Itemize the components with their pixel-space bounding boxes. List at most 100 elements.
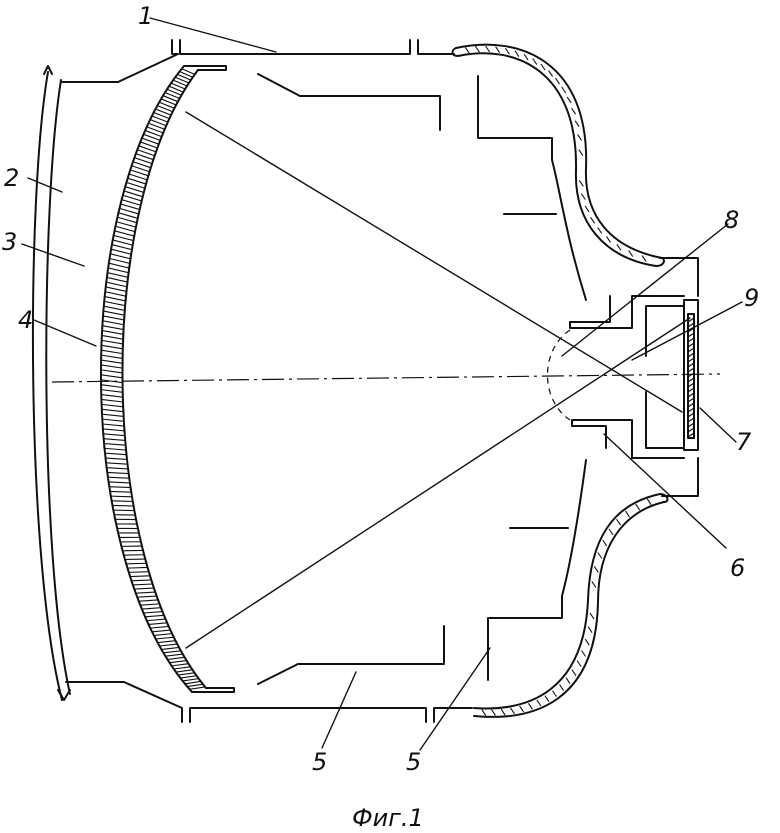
mirror-hatch: [101, 389, 123, 393]
housing-top: [61, 39, 455, 83]
mirror-hatch: [110, 490, 132, 493]
mirror-hatch: [101, 344, 123, 350]
mirror-hatch: [128, 571, 149, 573]
shell-hatch: [624, 510, 630, 518]
shell-hatch: [536, 699, 542, 707]
mirror-hatch: [155, 108, 172, 116]
shell-hatch: [555, 77, 561, 85]
mirror-hatch: [107, 272, 129, 278]
mirror-hatch: [109, 257, 131, 264]
mirror-hatch: [102, 315, 125, 321]
label-9: 9: [744, 284, 759, 312]
target-hatch: [687, 382, 695, 388]
mirror-hatch: [101, 339, 124, 345]
mirror-hatch: [111, 248, 132, 255]
mirror-hatch: [143, 133, 161, 141]
mirror-hatch: [123, 190, 143, 198]
mirror-hatch: [155, 636, 174, 640]
mirror-hatch: [100, 379, 123, 384]
shell-hatch: [587, 626, 593, 634]
target-hatch: [687, 352, 695, 358]
mirror-hatch: [153, 112, 170, 120]
shell-hatch: [561, 86, 567, 94]
shell-hatch: [571, 669, 577, 676]
mirror-hatch: [141, 137, 160, 145]
mirror-hatch: [108, 267, 129, 274]
mirror-hatch: [116, 221, 137, 228]
front-window: [31, 65, 71, 701]
mirror-hatch: [117, 216, 137, 224]
shell-hatch: [580, 193, 586, 200]
label-8: 8: [724, 206, 739, 234]
mirror-hatch: [106, 462, 128, 465]
mirror-hatch: [103, 433, 125, 437]
shell-hatch: [566, 96, 572, 104]
mirror-hatch: [145, 130, 162, 138]
target-hatch: [687, 317, 695, 323]
mirror-hatch: [111, 244, 133, 251]
mirror-hatch: [101, 393, 123, 398]
mirror-hatch: [115, 225, 136, 233]
mirror-hatch: [104, 442, 126, 446]
shell-hatch: [548, 70, 554, 77]
mirror-hatch: [101, 408, 124, 413]
leader-lines: [21, 17, 743, 751]
mirror-hatch: [102, 423, 125, 427]
mirror-hatch: [114, 230, 135, 237]
mirror-hatch: [105, 291, 127, 297]
shell-hatch: [606, 236, 611, 243]
mirror-hatch: [173, 666, 191, 670]
target-hatch: [687, 392, 695, 398]
target-hatch: [687, 407, 695, 413]
target-hatch: [687, 412, 695, 418]
mirror-hatch: [164, 91, 180, 99]
mirror-hatch: [137, 149, 155, 157]
mirror-hatch: [135, 153, 154, 161]
mirror-hatch: [160, 98, 177, 106]
mirror-hatch: [175, 669, 193, 673]
mirror-hatch: [157, 640, 176, 644]
shell-hatch: [510, 707, 515, 715]
shell-hatch: [571, 107, 577, 115]
mirror-hatch: [130, 575, 151, 578]
target-hatch: [687, 322, 695, 328]
mirror-hatch: [140, 603, 160, 606]
mirror-hatch: [103, 305, 125, 311]
mirror-hatch: [187, 683, 204, 688]
mirror-hatch: [168, 85, 184, 93]
mirror-hatch: [113, 234, 134, 242]
mirror-hatch: [103, 310, 125, 316]
shell-hatch: [519, 705, 525, 713]
mirror-hatch: [101, 349, 123, 355]
shell-hatch: [578, 179, 584, 187]
mirror-hatch: [106, 281, 128, 288]
shell-hatch: [574, 120, 580, 127]
shell-hatch: [581, 650, 587, 657]
shell-hatch: [584, 205, 590, 213]
mirror-hatch: [105, 286, 127, 292]
mirror-hatch: [167, 656, 185, 661]
mirror-hatch: [138, 145, 157, 153]
mirror-hatch: [182, 678, 199, 682]
shell-hatch: [597, 552, 603, 559]
mirror-hatch: [101, 354, 123, 360]
shell-hatch: [485, 45, 491, 53]
mirror-hatch: [102, 428, 125, 432]
mirror-hatch: [105, 452, 127, 456]
mirror-hatch: [132, 583, 153, 586]
mirror-hatch: [143, 611, 163, 614]
mirror-hatch: [124, 558, 146, 561]
shell-hatch: [590, 217, 596, 224]
shell-hatch: [591, 581, 597, 588]
mirror-hatch: [100, 374, 123, 379]
target-hatch: [687, 397, 695, 403]
mirror-hatch: [126, 562, 147, 565]
label-6: 6: [730, 554, 745, 582]
target-hatch: [687, 427, 695, 433]
mirror-hatch: [105, 457, 128, 461]
label-5-right: 5: [406, 748, 421, 776]
mirror-hatch: [120, 203, 140, 211]
neck-flange: [659, 257, 699, 497]
mirror-hatch: [101, 403, 124, 408]
label-1: 1: [138, 2, 153, 30]
